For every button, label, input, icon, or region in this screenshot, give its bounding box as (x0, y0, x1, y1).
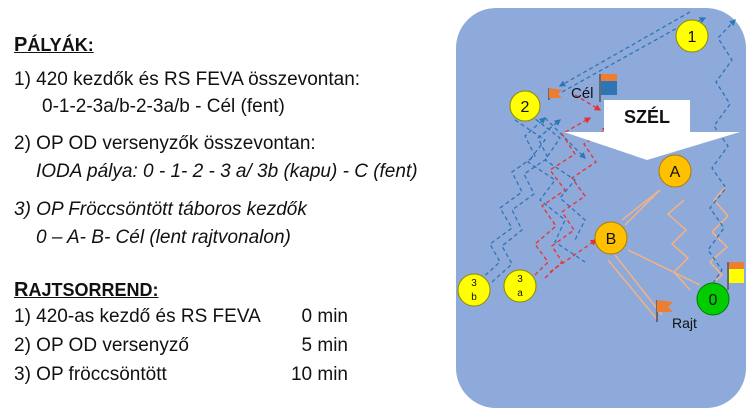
svg-text:b: b (471, 292, 477, 303)
schedule-row-1-value: 0 min (301, 306, 348, 327)
schedule-heading: RAJTSORREND: (14, 279, 159, 301)
course-1-title: 1) 420 kezdők és RS FEVA összevontan: (14, 69, 361, 90)
svg-text:2: 2 (521, 99, 530, 116)
blue-route (479, 11, 736, 296)
course-3-detail: 0 – A- B- Cél (lent rajtvonalon) (36, 227, 291, 248)
course-2-detail: IODA pálya: 0 - 1- 2 - 3 a/ 3b (kapu) - … (36, 161, 418, 182)
svg-text:a: a (517, 288, 523, 299)
red-route (529, 94, 610, 281)
start-label: Rajt (672, 315, 697, 331)
finish-label: Cél (571, 85, 594, 102)
course-1-detail: 0-1-2-3a/b-2-3a/b - Cél (fent) (42, 96, 285, 117)
schedule-row-2-label: 2) OP OD versenyző (14, 335, 189, 356)
schedule-row-1-label: 1) 420-as kezdő és RS FEVA (14, 306, 261, 327)
mark-3a: 3 a (503, 269, 537, 303)
mark-3b: 3 b (457, 273, 491, 307)
svg-text:0: 0 (709, 292, 718, 309)
course-2-title: 2) OP OD versenyzők összevontan: (14, 133, 316, 154)
schedule-row-2-value: 5 min (301, 335, 348, 356)
blue-flag-icon (599, 74, 617, 102)
finish-flag-icon (548, 88, 562, 100)
orange-route (607, 185, 730, 319)
mark-A: A (658, 154, 692, 188)
svg-text:1: 1 (688, 29, 697, 46)
start-mark-0: 0 (696, 282, 730, 316)
wind-label: SZÉL (624, 106, 670, 127)
mark-B: B (594, 221, 628, 255)
mark-2: 2 (509, 90, 541, 122)
svg-text:A: A (670, 164, 681, 181)
course-3-title: 3) OP Fröccsöntött táboros kezdők (14, 199, 307, 220)
schedule-row-3-value: 10 min (290, 364, 348, 385)
svg-text:3: 3 (471, 278, 477, 289)
start-orange-flag-icon (656, 300, 673, 322)
start-yellow-flag-icon (727, 262, 744, 290)
mark-1: 1 (675, 19, 709, 53)
svg-text:B: B (606, 231, 617, 248)
courses-heading: PÁLYÁK: (14, 34, 94, 56)
schedule-row-3-label: 3) OP fröccsöntött (14, 364, 167, 385)
svg-text:3: 3 (517, 274, 523, 285)
wind-arrow: SZÉL (564, 100, 740, 160)
